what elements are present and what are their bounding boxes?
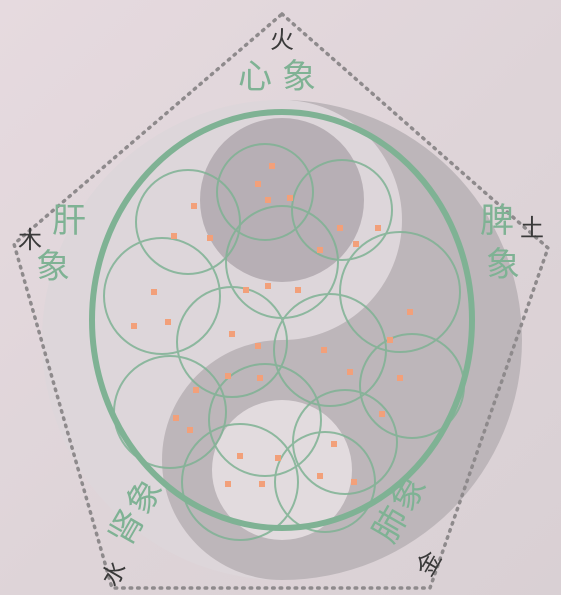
dot-marker [257,375,263,381]
dot-marker [337,225,343,231]
dot-marker [193,387,199,393]
dot-marker [407,309,413,315]
dot-marker [259,481,265,487]
dot-marker [187,427,193,433]
organ-label-liver: 肝 [52,201,86,241]
dot-marker [287,195,293,201]
dot-marker [321,347,327,353]
dot-marker [255,181,261,187]
dot-marker [379,411,385,417]
dot-marker [225,373,231,379]
organ-label-heart: 心 [238,57,272,97]
dot-marker [269,163,275,169]
dot-marker [165,319,171,325]
dot-marker [131,323,137,329]
dot-marker [265,197,271,203]
dot-marker [275,455,281,461]
dot-marker [229,331,235,337]
organ-label-liver-xiang: 象 [36,247,70,287]
dot-marker [237,453,243,459]
dot-marker [351,479,357,485]
dot-marker [265,283,271,289]
element-label-fire: 火 [270,26,294,54]
dot-marker [171,233,177,239]
dot-marker [331,441,337,447]
dot-marker [225,481,231,487]
dot-marker [151,289,157,295]
organ-label-spleen-xiang: 象 [486,245,520,285]
dot-marker [317,247,323,253]
organ-label-spleen: 脾 [480,201,514,241]
water-label-group: 水 [96,556,132,591]
dot-marker [255,343,261,349]
dot-marker [387,337,393,343]
dot-marker [375,225,381,231]
element-label-earth: 土 [520,214,544,242]
dot-marker [397,375,403,381]
yin-yang-dark-eye [200,118,364,282]
dot-marker [207,235,213,241]
dot-marker [317,473,323,479]
dot-marker [347,369,353,375]
element-label-water: 水 [96,556,132,591]
dot-marker [191,203,197,209]
dot-marker [243,287,249,293]
dot-marker [353,241,359,247]
dot-marker [295,287,301,293]
dot-marker [173,415,179,421]
organ-label-heart-xiang: 象 [282,57,316,97]
